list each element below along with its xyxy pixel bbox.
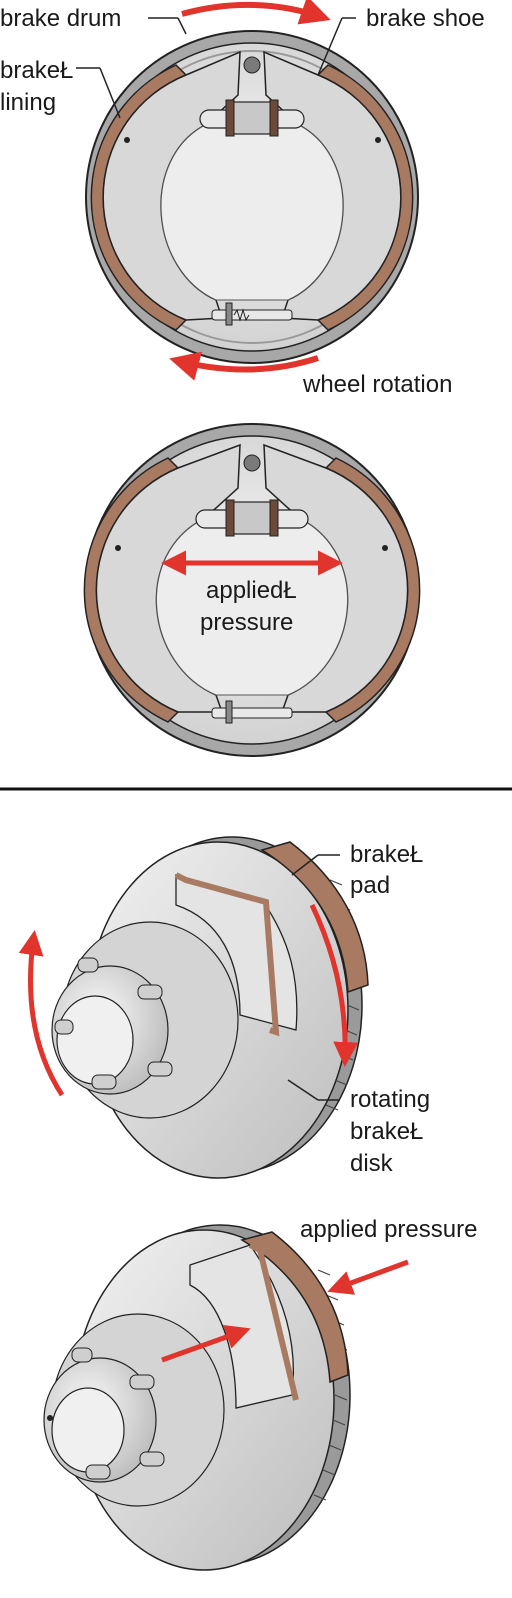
pressure-arrow-outer <box>327 1259 409 1295</box>
drum-brake-applied: appliedŁ pressure <box>83 423 421 757</box>
label-wheel-rotation: wheel rotation <box>302 371 452 398</box>
label-brake-lining-1: brakeŁ <box>0 57 73 84</box>
pressure-arrow-inner <box>161 1324 251 1363</box>
label-rotating-disk-2: brakeŁ <box>350 1118 423 1145</box>
disk-brake-released: brakeŁ pad rotating brakeŁ disk <box>18 836 430 1179</box>
label-brake-shoe: brake shoe <box>366 5 485 32</box>
label-applied-pressure: applied pressure <box>300 1216 477 1243</box>
anchor-pin <box>243 56 261 74</box>
label-brake-drum: brake drum <box>0 5 121 32</box>
label-rotating-disk-1: rotating <box>350 1086 430 1113</box>
label-applied-pressure-2: pressure <box>200 609 293 636</box>
wheel-cylinder <box>199 99 305 137</box>
disk-brake-applied: applied pressure <box>43 1216 477 1571</box>
rotation-arrow-left <box>18 930 65 1097</box>
rotation-arrow-top <box>181 0 331 25</box>
rotation-arrow-bottom <box>169 351 319 381</box>
rotation-arrow-right <box>309 903 359 1067</box>
label-rotating-disk-3: disk <box>350 1150 394 1177</box>
brake-pad <box>260 841 369 994</box>
label-brake-pad-1: brakeŁ <box>350 841 423 868</box>
label-applied-pressure-1: appliedŁ <box>206 577 297 604</box>
drum-brake-released: brake drum brake shoe brakeŁ lining whee… <box>0 0 485 398</box>
adjuster-spring <box>211 302 293 326</box>
label-brake-lining-2: lining <box>0 89 56 116</box>
label-brake-pad-2: pad <box>350 872 390 899</box>
